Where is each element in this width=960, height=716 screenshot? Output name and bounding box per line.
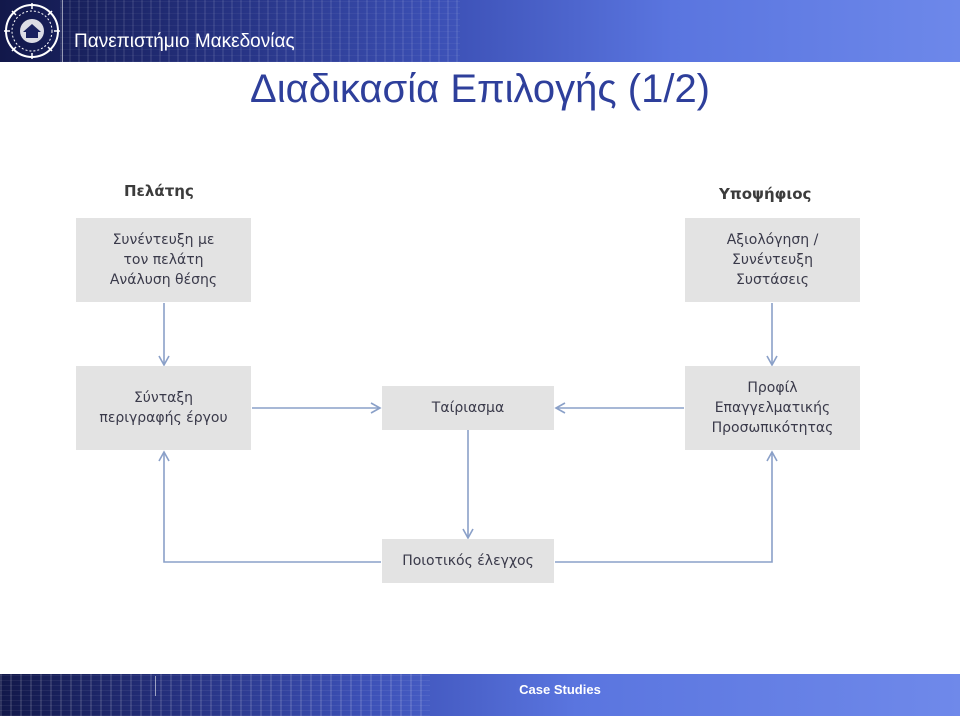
page-title: Διαδικασία Επιλογής (1/2) xyxy=(249,67,711,111)
node-text: τον πελάτη xyxy=(123,252,204,268)
node-client-interview: Συνέντευξη με τον πελάτη Ανάλυση θέσης xyxy=(76,218,251,302)
node-text: περιγραφής έργου xyxy=(99,410,228,426)
lane-label-client: Πελάτης xyxy=(124,182,194,200)
footer-bar: Case Studies xyxy=(0,674,960,716)
header-texture xyxy=(60,0,460,62)
footer-label: Case Studies xyxy=(519,682,601,697)
node-text: Αξιολόγηση / xyxy=(726,232,819,248)
edge-quality-to-description xyxy=(158,450,381,563)
node-text: Ποιοτικός έλεγχος xyxy=(402,553,534,569)
node-profile: Προφίλ Επαγγελματικής Προσωπικότητας xyxy=(685,366,860,450)
header-divider xyxy=(62,0,63,62)
node-text: Συστάσεις xyxy=(736,272,809,288)
node-text: Σύνταξη xyxy=(133,390,194,406)
edge-quality-to-profile xyxy=(555,450,778,563)
footer-divider xyxy=(155,676,156,696)
node-text: Συνέντευξη xyxy=(732,252,813,268)
node-text: Προσωπικότητας xyxy=(711,420,834,436)
node-text: Επαγγελματικής xyxy=(714,400,831,416)
node-job-description: Σύνταξη περιγραφής έργου xyxy=(76,366,251,450)
lane-label-candidate: Υποψήφιος xyxy=(719,185,812,203)
university-seal-icon xyxy=(4,3,60,59)
footer-texture xyxy=(0,674,430,716)
node-candidate-evaluation: Αξιολόγηση / Συνέντευξη Συστάσεις xyxy=(685,218,860,302)
node-text: Ταίριασμα xyxy=(431,400,505,416)
node-text: Ανάλυση θέσης xyxy=(109,272,218,288)
header-bar: Πανεπιστήμιο Μακεδονίας xyxy=(0,0,960,62)
node-matching: Ταίριασμα xyxy=(382,386,554,430)
node-text: Συνέντευξη με xyxy=(112,232,215,248)
university-name: Πανεπιστήμιο Μακεδονίας xyxy=(74,31,295,52)
node-text: Προφίλ xyxy=(747,380,798,396)
node-quality-control: Ποιοτικός έλεγχος xyxy=(382,539,554,583)
